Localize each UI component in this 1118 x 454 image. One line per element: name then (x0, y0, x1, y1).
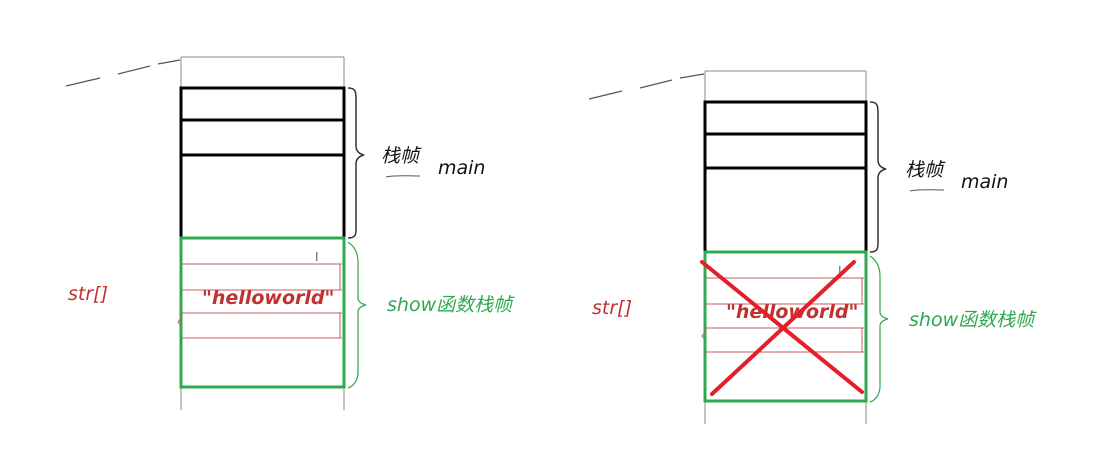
main-label: main (961, 171, 1008, 193)
array-label: str[] (68, 283, 108, 305)
left-diagram: 栈帧 main I "helloworld" str[] show函数栈帧 (65, 56, 515, 410)
show-label: show函数栈帧 (909, 309, 1037, 331)
main-brace (347, 87, 365, 239)
frame-label-underline (909, 189, 945, 192)
destroyed-cross-icon (700, 260, 864, 396)
right-diagram: 栈帧 main I "helloworld" str[] show函数栈帧 (588, 70, 1037, 424)
frame-label: 栈帧 (905, 159, 946, 181)
main-frame-slot-3 (179, 153, 346, 240)
main-frame-slot-2 (179, 118, 346, 157)
frame-label-underline (385, 175, 421, 178)
frame-label: 栈帧 (381, 145, 422, 167)
show-label: show函数栈帧 (387, 294, 515, 316)
show-brace (347, 241, 367, 389)
main-frame-slot-3 (703, 166, 868, 254)
array-label: str[] (592, 297, 632, 319)
main-brace (869, 101, 887, 253)
str-array-cells (177, 263, 342, 339)
text-cursor-icon: I (838, 264, 842, 278)
stack-pointer-line (588, 73, 705, 100)
show-frame-box (703, 250, 868, 403)
string-label: "helloworld" (202, 287, 334, 309)
text-cursor-icon: I (315, 250, 319, 264)
main-frame-slot-1 (179, 86, 346, 122)
stack-pointer-line (65, 59, 181, 87)
main-label: main (438, 157, 485, 179)
main-frame-slot-2 (703, 132, 868, 170)
main-frame-slot-1 (703, 100, 868, 136)
show-brace (869, 255, 889, 403)
